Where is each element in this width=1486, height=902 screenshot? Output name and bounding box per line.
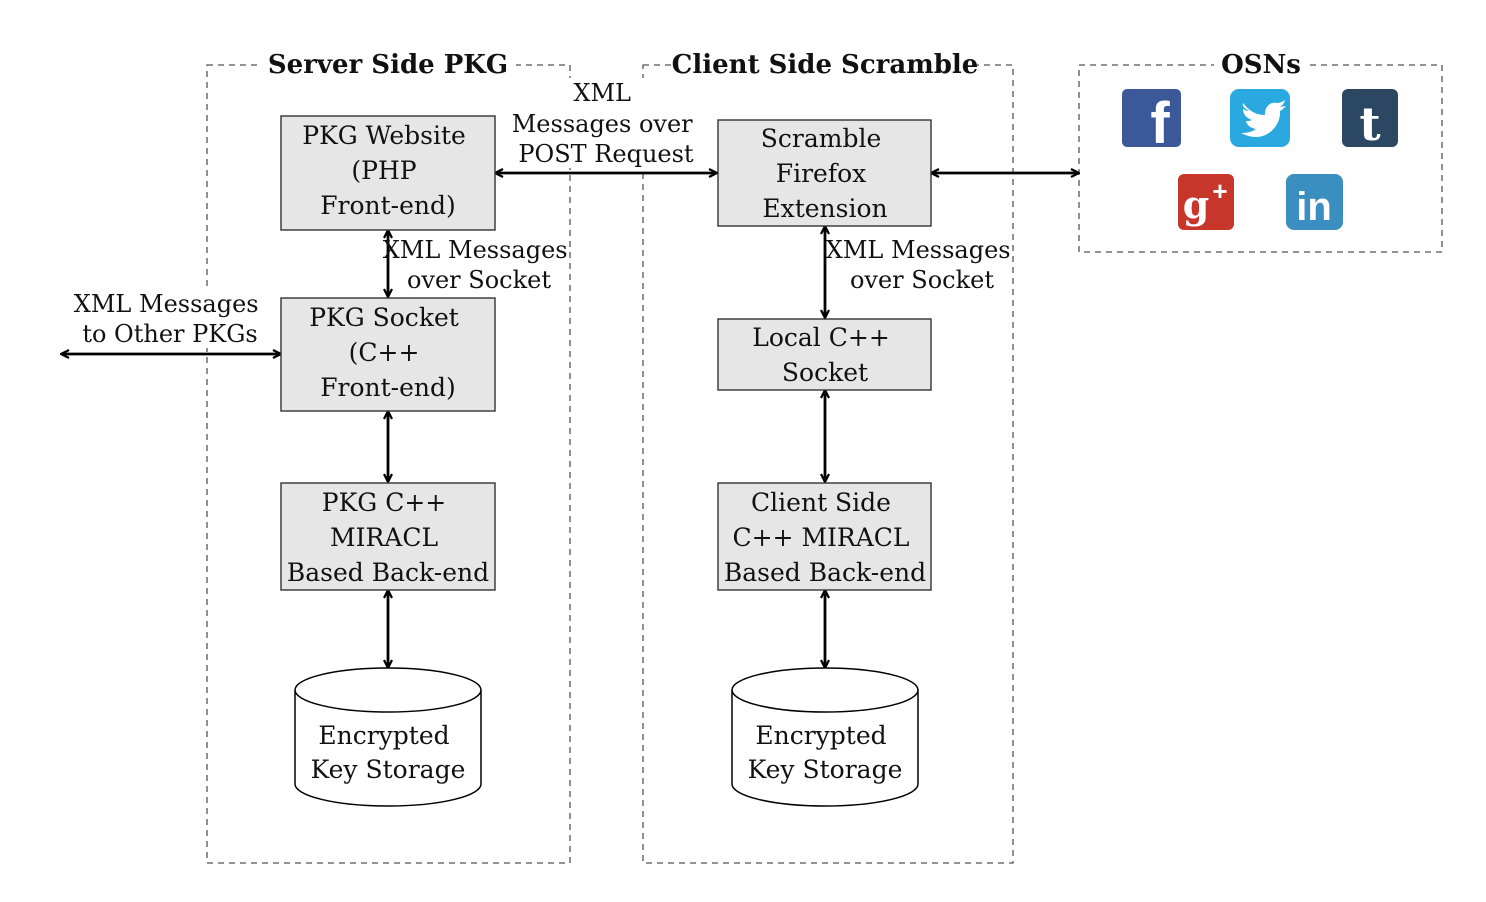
- client-backend-node: Client Side C++ MIRACL Based Back-end: [717, 482, 932, 591]
- svg-text:g: g: [1183, 182, 1210, 227]
- svg-text:+: +: [1212, 176, 1227, 206]
- svg-text:Encrypted Key Storage: Encrypted Key Storage: [311, 721, 466, 784]
- client-group: [642, 64, 1014, 864]
- svg-text:Client Side C++ MIRACL: Client Side C++ MIRACL Based Back-end: [724, 488, 926, 587]
- svg-text:PKG Website (PHP F: PKG Website (PHP Front-end): [302, 121, 474, 220]
- osns-group-title: OSNs: [1221, 50, 1301, 80]
- svg-text:PKG Socket (C++ Fr: PKG Socket (C++ Front-end): [309, 303, 467, 402]
- twitter-icon: [1230, 89, 1290, 147]
- facebook-icon: f: [1122, 89, 1181, 156]
- svg-text:Scramble Firefox E: Scramble Firefox Extension: [761, 124, 889, 223]
- server-storage-node: Encrypted Key Storage: [294, 667, 482, 807]
- server-group-title: Server Side PKG: [268, 50, 508, 80]
- client-storage-node: Encrypted Key Storage: [731, 667, 919, 807]
- tumblr-icon: t: [1342, 89, 1398, 151]
- google-plus-icon: g +: [1178, 174, 1234, 230]
- svg-text:Local C++ Socket: Local C++ Socket: [752, 323, 897, 387]
- server-socket-label: XML Messages over Socket: [383, 236, 575, 294]
- svg-text:in: in: [1296, 185, 1332, 229]
- other-pkgs-label: XML Messages to Other PKGs: [74, 290, 266, 348]
- svg-text:PKG C++ MIRACL Bas: PKG C++ MIRACL Based Back-end: [287, 488, 489, 587]
- scramble-extension-node: Scramble Firefox Extension: [717, 119, 932, 227]
- client-group-title: Client Side Scramble: [672, 50, 979, 80]
- svg-text:f: f: [1150, 91, 1170, 156]
- pkg-socket-node: PKG Socket (C++ Front-end): [280, 297, 496, 412]
- client-socket-label: XML Messages over Socket: [826, 236, 1018, 294]
- post-request-label: XML Messages over POST Request: [512, 79, 701, 168]
- svg-text:Encrypted Key Storage: Encrypted Key Storage: [748, 721, 903, 784]
- svg-text:t: t: [1359, 97, 1381, 151]
- local-socket-node: Local C++ Socket: [717, 318, 932, 391]
- pkg-website-node: PKG Website (PHP Front-end): [280, 115, 496, 231]
- linkedin-icon: in: [1286, 174, 1343, 230]
- pkg-backend-node: PKG C++ MIRACL Based Back-end: [280, 482, 496, 591]
